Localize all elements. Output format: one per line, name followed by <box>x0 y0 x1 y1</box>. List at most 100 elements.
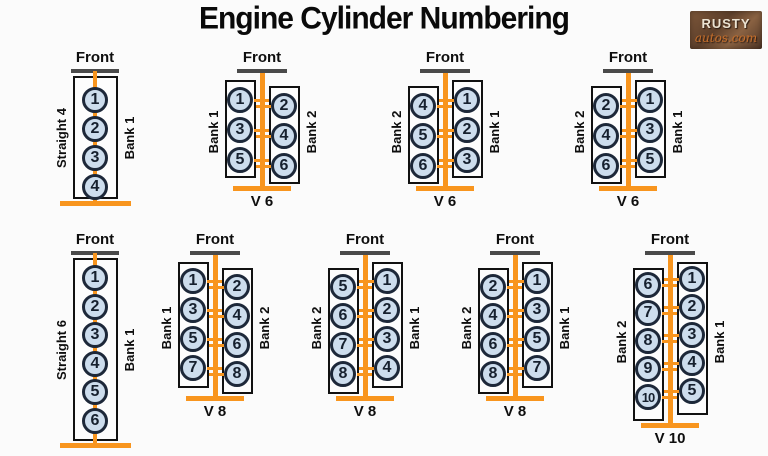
cylinder-circle: 2 <box>224 274 250 300</box>
front-bar <box>490 251 540 255</box>
bank-box-right: 1 3 5 <box>621 80 666 178</box>
logo-brand-text: RUSTY <box>701 15 751 31</box>
cylinder-circle: 5 <box>679 378 705 404</box>
cylinder-circle: 1 <box>679 266 705 292</box>
engine-caption: V 8 <box>203 403 227 420</box>
bank-label-left: Bank 2 <box>308 306 324 350</box>
front-bar <box>603 69 653 73</box>
engine-caption: V 6 <box>616 193 640 210</box>
engine-caption: V 8 <box>353 403 377 420</box>
engine-caption: V 8 <box>503 403 527 420</box>
cylinder-circle: 8 <box>635 328 661 354</box>
front-bar <box>190 251 240 255</box>
cylinder-circle: 3 <box>454 147 480 173</box>
cylinder-circle: 3 <box>82 145 108 171</box>
cylinder-circle: 1 <box>227 87 253 113</box>
engine-body: 1 3 5 2 4 6 Bank 1 Bank 2 <box>206 73 319 191</box>
bank-label-right: Bank 1 <box>711 320 727 363</box>
front-bar <box>645 251 695 255</box>
cylinder-circle: 3 <box>374 326 400 352</box>
engine-caption: V 10 <box>654 430 686 447</box>
cylinder-circle: 4 <box>82 350 108 377</box>
crankshaft-line <box>362 255 368 401</box>
cylinder-circle: 6 <box>330 303 356 329</box>
cylinder-circle: 1 <box>82 87 108 113</box>
bank-label-right: Bank 2 <box>256 306 272 350</box>
crankshaft-line <box>212 255 218 401</box>
cylinder-circle: 3 <box>227 117 253 143</box>
cylinder-circle: 2 <box>374 297 400 323</box>
front-label: Front <box>650 231 690 248</box>
bank-label-left: Bank 1 <box>205 110 221 154</box>
cylinder-circle: 5 <box>637 147 663 173</box>
bank-label-left: Bank 2 <box>388 110 404 154</box>
bank-label-right: Bank 2 <box>303 110 319 154</box>
cylinder-circle: 8 <box>224 361 250 387</box>
cylinder-circle: 2 <box>82 293 108 320</box>
cylinder-circle: 6 <box>480 332 506 358</box>
front-bar <box>420 69 470 73</box>
cylinder-circle: 3 <box>637 117 663 143</box>
cylinder-circle: 7 <box>635 300 661 326</box>
cylinder-circle: 1 <box>637 87 663 113</box>
front-label: Front <box>195 231 235 248</box>
page-title: Engine Cylinder Numbering <box>198 1 570 36</box>
cylinder-circle: 2 <box>82 116 108 142</box>
bank-label-right: Bank 1 <box>121 116 137 159</box>
crankshaft-line <box>512 255 518 401</box>
cylinder-circle: 4 <box>480 303 506 329</box>
bank-label-left: Bank 1 <box>158 306 174 350</box>
cylinder-circle: 5 <box>82 379 108 405</box>
bank-label-right: Bank 1 <box>406 306 422 350</box>
cylinder-circle: 1 <box>454 87 480 113</box>
cylinder-circle: 10 <box>635 384 661 410</box>
cylinder-circle: 5 <box>227 147 253 173</box>
cylinder-circle: 1 <box>524 268 550 294</box>
cylinder-circle: 4 <box>224 303 250 329</box>
cylinder-circle: 4 <box>271 123 297 149</box>
cylinder-circle: 6 <box>410 153 436 179</box>
cylinder-circle: 2 <box>271 93 297 119</box>
crankshaft-line <box>259 73 265 191</box>
cylinder-circle: 4 <box>679 350 705 376</box>
cylinder-circle: 6 <box>271 153 297 179</box>
front-label: Front <box>495 231 535 248</box>
front-label: Front <box>75 49 115 66</box>
cylinder-circle: 4 <box>82 174 108 200</box>
cylinder-circle: 9 <box>635 356 661 382</box>
cylinder-circle: 3 <box>679 322 705 348</box>
crankshaft-line <box>667 255 673 428</box>
cylinder-circle: 6 <box>593 153 619 179</box>
engine-block: 1 2 3 4 <box>72 71 118 204</box>
cylinder-circle: 2 <box>593 93 619 119</box>
cylinder-circle: 3 <box>180 297 206 323</box>
crankshaft-line <box>93 253 97 446</box>
bank-label-right: Bank 1 <box>556 306 572 350</box>
bank-label-left: Bank 2 <box>571 110 587 154</box>
